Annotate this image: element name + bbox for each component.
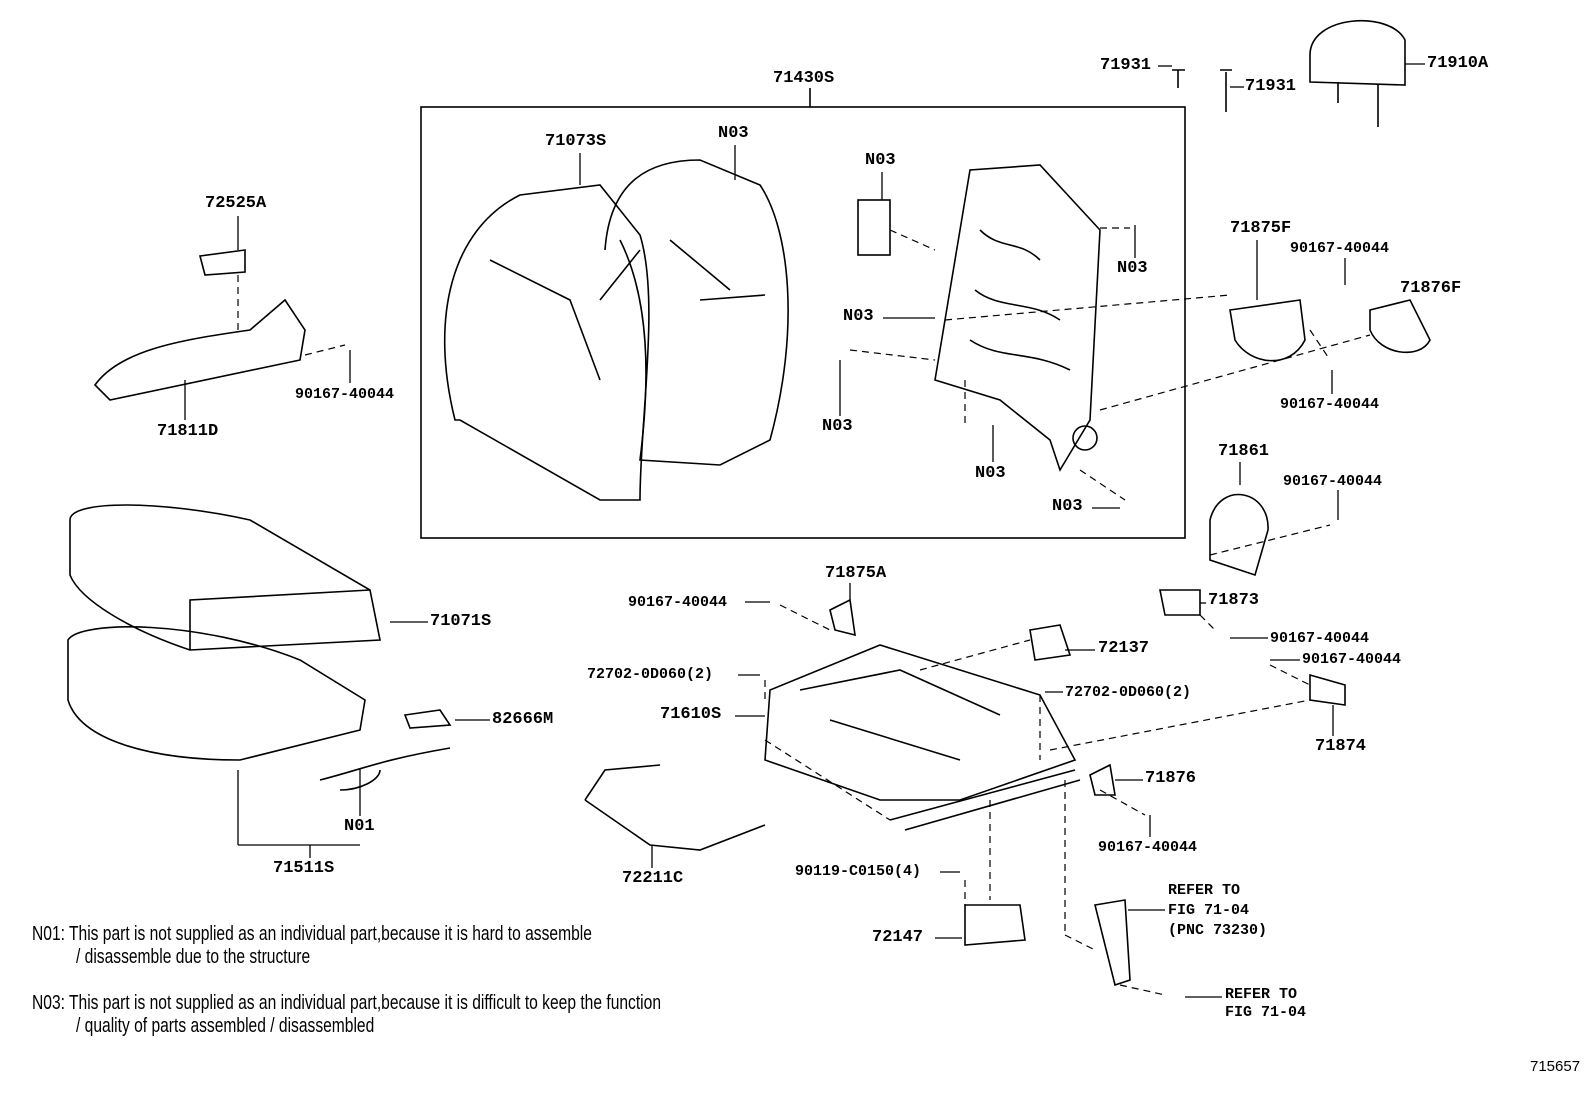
label-71876F: 71876F: [1400, 279, 1462, 298]
cover-72137: [1029, 624, 1072, 661]
label-72137: 72137: [1098, 639, 1150, 658]
label-71610S: 71610S: [660, 705, 722, 724]
refer-note-1-line2: FIG 71-04: [1168, 902, 1250, 919]
headrest-71910A: [1309, 20, 1406, 86]
label-72525A: 72525A: [205, 194, 267, 213]
knob-72525A: [198, 249, 246, 276]
label-bolt: 90167-40044: [1270, 630, 1370, 647]
label-bolt: 90167-40044: [1283, 473, 1383, 490]
label-72702: 72702-0D060(2): [587, 666, 714, 683]
label-n03: N03: [843, 307, 874, 326]
label-n03: N03: [1052, 497, 1083, 516]
pad-seam: [669, 239, 766, 301]
note-n01-line1: N01: This part is not supplied as an ind…: [32, 923, 592, 945]
side-airbag-module: [857, 199, 891, 256]
refer-note-2-line2: FIG 71-04: [1225, 1004, 1307, 1021]
label-90119: 90119-C0150(4): [795, 863, 922, 880]
label-n03: N03: [865, 151, 896, 170]
label-71073S: 71073S: [545, 132, 607, 151]
note-n01-line2: / disassemble due to the structure: [76, 946, 311, 968]
cover-71875A: [829, 598, 856, 637]
cover-71861: [1209, 493, 1269, 577]
recliner-knob: [1072, 425, 1098, 451]
label-71511S: 71511S: [273, 859, 335, 878]
seat-track-71610S: [764, 644, 1077, 801]
label-71875A: 71875A: [825, 564, 887, 583]
label-n03: N03: [1117, 259, 1148, 278]
refer-note-2-line1: REFER TO: [1225, 986, 1298, 1003]
label-71430S: 71430S: [773, 69, 835, 88]
note-n03-line1: N03: This part is not supplied as an ind…: [32, 992, 661, 1014]
leader-lines: [184, 63, 1425, 998]
label-71931: 71931: [1100, 56, 1152, 75]
sensor-82666M: [403, 709, 452, 729]
dashed-lines: [237, 227, 1371, 996]
seatback-frame: [934, 164, 1101, 472]
frame-springs: [969, 229, 1071, 371]
label-71811D: 71811D: [157, 422, 219, 441]
seat-cushion-cover-71071S: [69, 504, 381, 651]
refer-note-1-line1: REFER TO: [1168, 882, 1241, 899]
label-71931: 71931: [1245, 77, 1297, 96]
label-82666M: 82666M: [492, 710, 554, 729]
label-n03: N03: [975, 464, 1006, 483]
cover-71876F: [1369, 299, 1431, 354]
label-bolt: 90167-40044: [1280, 396, 1380, 413]
cover-71876: [1089, 763, 1116, 796]
figure-id: 715657: [1530, 1058, 1581, 1075]
label-72147: 72147: [872, 928, 924, 947]
label-bolt: 90167-40044: [295, 386, 395, 403]
seatback-pad-N03: [604, 159, 789, 466]
label-71875F: 71875F: [1230, 219, 1292, 238]
label-71910A: 71910A: [1427, 54, 1489, 73]
label-bolt: 90167-40044: [1290, 240, 1390, 257]
label-72211C: 72211C: [622, 869, 684, 888]
label-71876: 71876: [1145, 769, 1197, 788]
seat-cushion-pad-71511S: [67, 626, 366, 761]
label-72702: 72702-0D060(2): [1065, 684, 1192, 701]
cover-71875F: [1229, 299, 1306, 362]
label-n01: N01: [344, 817, 375, 836]
wire-72211C: [584, 764, 766, 851]
label-bolt: 90167-40044: [628, 594, 728, 611]
refer-note-1-line3: (PNC 73230): [1168, 922, 1268, 939]
label-bolt: 90167-40044: [1098, 839, 1198, 856]
label-n03: N03: [718, 124, 749, 143]
seatback-assembly-box: [420, 106, 1186, 539]
label-71874: 71874: [1315, 737, 1367, 756]
cover-seam: [489, 249, 641, 381]
label-71861: 71861: [1218, 442, 1270, 461]
cover-71874: [1309, 673, 1346, 706]
label-bolt: 90167-40044: [1302, 651, 1402, 668]
label-71873: 71873: [1208, 591, 1260, 610]
seatbelt-buckle: [1094, 899, 1131, 987]
note-n03-line2: / quality of parts assembled / disassemb…: [76, 1015, 375, 1037]
label-n03: N03: [822, 417, 853, 436]
label-71071S: 71071S: [430, 612, 492, 631]
seatback-cover-71073S: [443, 184, 650, 501]
side-shield-71811D: [93, 298, 306, 401]
cover-71873: [1159, 589, 1201, 616]
bracket-72147: [964, 904, 1026, 946]
